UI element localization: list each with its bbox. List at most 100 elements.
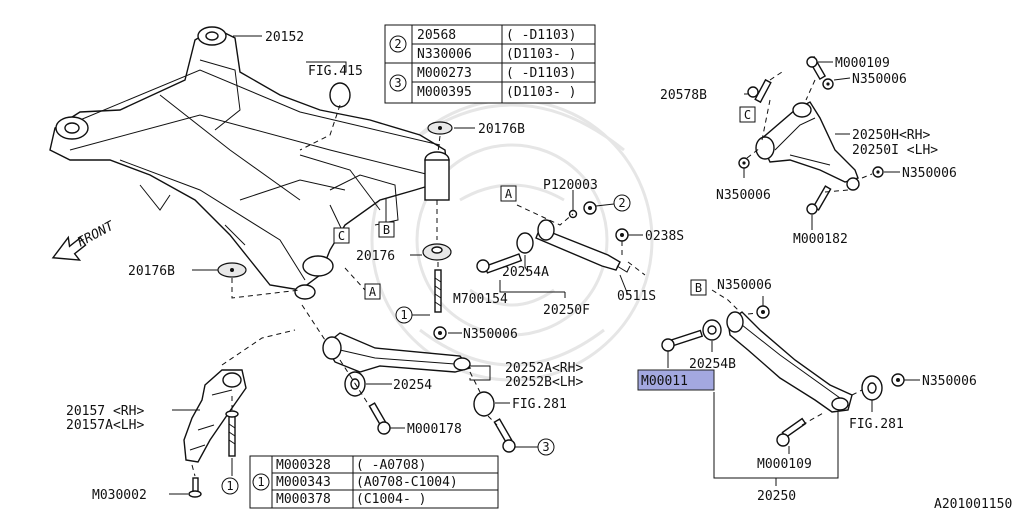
- marker-3: 3: [542, 440, 549, 454]
- label-20578b: 20578B: [660, 88, 707, 103]
- label-n350006-mid: N350006: [463, 327, 518, 342]
- label-20176b-top: 20176B: [478, 122, 525, 137]
- label-p120003: P120003: [543, 178, 598, 193]
- label-m00011: M00011: [641, 374, 688, 389]
- bushing-20254b[interactable]: [702, 319, 722, 341]
- trailing-arm[interactable]: [726, 311, 853, 413]
- table-bottom-part: M000378: [276, 492, 331, 507]
- label-20252b: 20252B<LH>: [505, 375, 583, 390]
- nut-r2[interactable]: [738, 157, 750, 169]
- table-top-range: (D1103- ): [506, 47, 576, 62]
- mount-washer-top[interactable]: [427, 121, 453, 135]
- subframe[interactable]: [49, 26, 450, 300]
- lateral-link[interactable]: [516, 219, 631, 273]
- label-0511s: 0511S: [617, 289, 656, 304]
- bolt-m00011[interactable]: [661, 329, 704, 352]
- bushing-fig281-mid[interactable]: [473, 391, 495, 417]
- label-20157a: 20157A<LH>: [66, 418, 144, 433]
- label-m000182: M000182: [793, 232, 848, 247]
- bracket-20157[interactable]: [183, 369, 247, 463]
- label-m000109-top: M000109: [835, 56, 890, 71]
- marker-box-a-frame: A: [364, 283, 381, 300]
- table-bottom-range: (C1004- ): [356, 492, 426, 507]
- label-m000109-b: M000109: [757, 457, 812, 472]
- marker-box-c-arm: C: [739, 106, 756, 123]
- marker-b-label: B: [383, 223, 390, 237]
- nut-mid[interactable]: [433, 326, 447, 340]
- label-fig281-mid[interactable]: FIG.281: [512, 397, 567, 412]
- table-bottom-part: M000343: [276, 475, 331, 490]
- label-n350006-r1: N350006: [852, 72, 907, 87]
- label-20152: 20152: [265, 30, 304, 45]
- label-m030002: M030002: [92, 488, 147, 503]
- table-top-part: N330006: [417, 47, 472, 62]
- diagram-code: A201001150: [934, 497, 1012, 512]
- bolt-m030002[interactable]: [188, 477, 202, 498]
- nut-r1[interactable]: [822, 78, 834, 90]
- label-n350006-r3: N350006: [902, 166, 957, 181]
- bolt-m700154[interactable]: [476, 253, 523, 274]
- marker-b-label: B: [695, 281, 702, 295]
- table-top-range: ( -D1103): [506, 66, 576, 81]
- table-bottom-part: M000328: [276, 458, 331, 473]
- lower-arm[interactable]: [322, 332, 472, 373]
- variant-table-bottom: 1 M000328 ( -A0708) M000343 (A0708-C1004…: [249, 455, 499, 509]
- mount-bolt[interactable]: [434, 269, 442, 313]
- label-20157: 20157 <RH>: [66, 404, 144, 419]
- marker-box-a-link: A: [500, 185, 517, 202]
- marker-1: 1: [400, 308, 407, 322]
- marker-box-b-arm: B: [690, 279, 707, 296]
- label-20254b: 20254B: [689, 357, 736, 372]
- nut-r3[interactable]: [872, 166, 884, 178]
- table-bottom-range: ( -A0708): [356, 458, 426, 473]
- table-top-group-2: 2: [394, 37, 401, 51]
- marker-2: 2: [618, 196, 625, 210]
- bolt-3[interactable]: [493, 418, 516, 453]
- bolt-m000109-b[interactable]: [776, 417, 807, 447]
- table-top-part: M000273: [417, 66, 472, 81]
- marker-c-label: C: [338, 229, 345, 243]
- bolt-m000109-top[interactable]: [806, 56, 827, 80]
- label-20252a: 20252A<RH>: [505, 361, 583, 376]
- label-n350006-br: N350006: [922, 374, 977, 389]
- table-bottom-group-1: 1: [257, 475, 264, 489]
- front-arrow-icon: [51, 235, 87, 261]
- front-label: FRONT: [75, 218, 118, 250]
- nut-0238s[interactable]: [615, 228, 629, 242]
- bracket-bolt[interactable]: [225, 410, 239, 457]
- label-m700154: M700154: [453, 292, 508, 307]
- label-20254: 20254: [393, 378, 432, 393]
- table-top-part: 20568: [417, 28, 456, 43]
- label-20250i: 20250I <LH>: [852, 143, 938, 158]
- label-20176: 20176: [356, 249, 395, 264]
- fig415-bushing[interactable]: [329, 82, 351, 108]
- marker-c-label: C: [744, 108, 751, 122]
- table-top-group-3: 3: [394, 76, 401, 90]
- nut-br[interactable]: [891, 373, 905, 387]
- bolt-m000182[interactable]: [806, 185, 832, 215]
- marker-box-b-frame: B: [378, 221, 395, 238]
- bolt-20578b[interactable]: [747, 78, 772, 104]
- table-top-range: (D1103- ): [506, 85, 576, 100]
- mount-washer-bottom[interactable]: [422, 243, 452, 261]
- label-20254a: 20254A: [502, 265, 549, 280]
- upper-control-arm[interactable]: [755, 101, 860, 191]
- label-fig415[interactable]: FIG.415: [308, 64, 363, 79]
- label-fig281-r[interactable]: FIG.281: [849, 417, 904, 432]
- marker-box-c-frame: C: [333, 227, 350, 244]
- marker-1: 1: [226, 479, 233, 493]
- label-m000178: M000178: [407, 422, 462, 437]
- mount-washer-left[interactable]: [217, 262, 247, 278]
- bushing-fig281-r[interactable]: [861, 375, 883, 401]
- highlight-m00011[interactable]: [637, 369, 715, 391]
- table-top-range: ( -D1103): [506, 28, 576, 43]
- label-20250f: 20250F: [543, 303, 590, 318]
- label-n350006-r2: N350006: [716, 188, 771, 203]
- bolt-m000178[interactable]: [368, 402, 391, 435]
- variant-table-top: 2 3 20568 ( -D1103) N330006 (D1103- ) M0…: [384, 24, 596, 104]
- nut-2[interactable]: [583, 201, 597, 215]
- nut-b[interactable]: [756, 305, 770, 319]
- table-top-part: M000395: [417, 85, 472, 100]
